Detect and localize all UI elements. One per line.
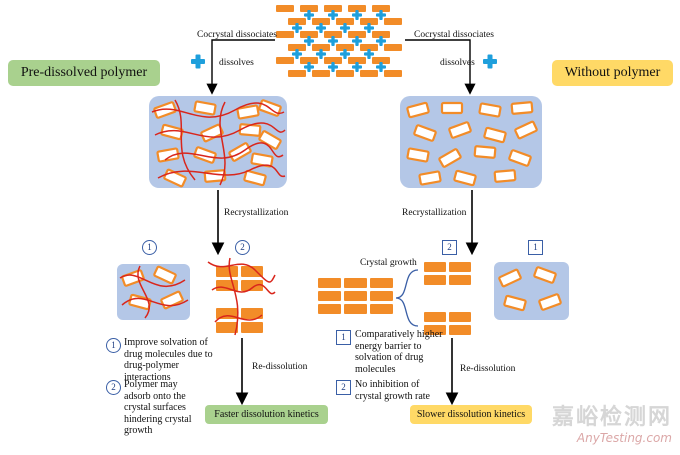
cocrystal-lattice xyxy=(276,5,402,77)
drug-molecule xyxy=(406,101,430,119)
redissolution-arrows xyxy=(235,338,459,406)
dissolved-drug-molecules-right xyxy=(406,101,538,187)
plus-icon xyxy=(191,54,497,69)
crystal-growth-label: Crystal growth xyxy=(360,258,417,268)
recrystallization-label-left: Recrystallization xyxy=(224,208,289,218)
recrystallization-arrows xyxy=(211,190,479,256)
drug-molecule xyxy=(493,169,517,183)
marker-right-2: 2 xyxy=(442,240,457,255)
cocrystal-dissociates-label-right: Cocrystal dissociates xyxy=(414,30,494,40)
pre-dissolved-polymer-badge: Pre-dissolved polymer xyxy=(8,60,160,86)
solution-box-polymer xyxy=(149,96,287,188)
watermark-en: AnyTesting.com xyxy=(576,431,672,445)
mini-polymer-left xyxy=(119,265,189,319)
grown-crystal-large xyxy=(318,278,393,314)
drug-molecule xyxy=(440,101,464,115)
dissolves-label-right: dissolves xyxy=(440,58,475,68)
drug-molecule xyxy=(438,148,462,168)
drug-molecule xyxy=(498,268,522,288)
drug-molecule xyxy=(448,121,472,139)
crystal-small-top xyxy=(424,262,471,285)
recrystallization-label-right: Recrystallization xyxy=(402,208,467,218)
redissolution-label-left: Re-dissolution xyxy=(252,362,308,372)
drug-molecule xyxy=(236,104,260,120)
drug-molecule xyxy=(413,124,437,142)
drug-molecule xyxy=(418,170,442,186)
polymer-chains xyxy=(151,99,286,186)
drug-molecule xyxy=(406,147,430,163)
faster-dissolution-result: Faster dissolution kinetics xyxy=(205,405,328,424)
marker-left-1: 1 xyxy=(142,240,157,255)
note-left-2-marker: 2 xyxy=(106,380,121,395)
drug-molecule xyxy=(193,100,217,116)
drug-molecule xyxy=(473,145,497,159)
drug-molecule xyxy=(243,169,267,187)
note-right-1-marker: 1 xyxy=(336,330,351,345)
note-right-1: Comparatively higher energy barrier to s… xyxy=(355,329,443,375)
marker-left-2: 2 xyxy=(235,240,250,255)
drug-molecule xyxy=(514,120,538,140)
drug-molecule xyxy=(153,265,177,285)
drug-molecule xyxy=(510,101,534,115)
dissolves-label-left: dissolves xyxy=(219,58,254,68)
growth-brace xyxy=(395,269,419,327)
marker-right-1: 1 xyxy=(528,240,543,255)
watermark-cn: 嘉峪检测网 xyxy=(551,405,672,430)
drug-molecule xyxy=(503,294,527,312)
drug-molecule xyxy=(483,126,507,144)
drug-molecule xyxy=(533,266,557,284)
note-left-1-marker: 1 xyxy=(106,338,121,353)
drug-molecule xyxy=(478,102,502,118)
note-left-2: Polymer may adsorb onto the crystal surf… xyxy=(124,379,192,436)
drug-molecule xyxy=(250,152,274,168)
note-right-2-marker: 2 xyxy=(336,380,351,395)
mini-solution-right xyxy=(494,262,569,320)
note-right-2: No inhibition of crystal growth rate xyxy=(355,379,430,402)
crystal-small-bottom xyxy=(424,312,471,335)
drug-molecule xyxy=(153,101,177,119)
dissociation-arrows xyxy=(206,39,476,95)
solution-box-no-polymer xyxy=(400,96,542,188)
watermark: 嘉峪检测网 AnyTesting.com xyxy=(552,399,672,445)
note-left-1: Improve solvation of drug molecules due … xyxy=(124,337,213,383)
drug-molecule xyxy=(538,293,562,311)
drug-molecule xyxy=(453,169,477,187)
redissolution-label-right: Re-dissolution xyxy=(460,364,516,374)
crystal-cluster-with-polymer xyxy=(216,266,263,333)
cocrystal-dissociates-label-left: Cocrystal dissociates xyxy=(197,30,277,40)
slower-dissolution-result: Slower dissolution kinetics xyxy=(410,405,532,424)
without-polymer-badge: Without polymer xyxy=(552,60,673,86)
drug-molecule xyxy=(508,149,532,167)
drug-molecule xyxy=(193,146,217,164)
